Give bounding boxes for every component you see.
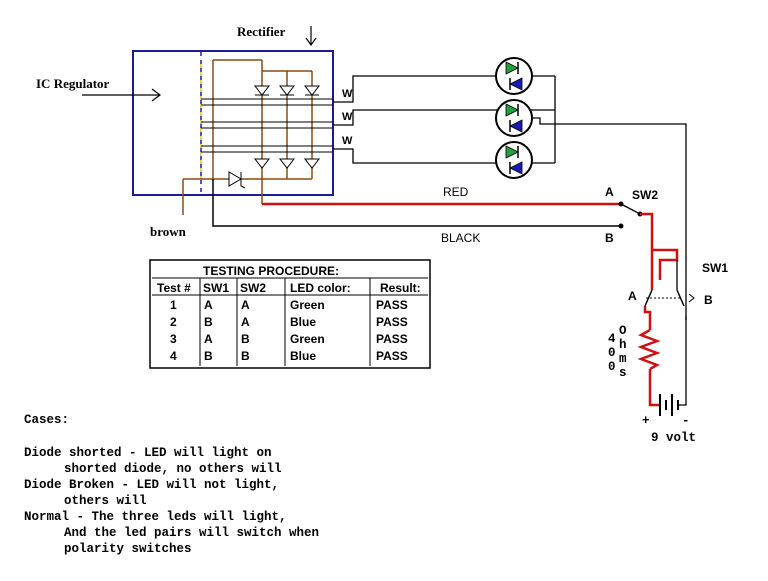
table-row: 4 B B Blue PASS xyxy=(170,349,408,363)
sw2-a-label: A xyxy=(605,185,614,199)
ic-regulator-arrowhead xyxy=(151,88,161,102)
cases-line: Normal - The three leds will light, xyxy=(24,510,287,524)
table-row: 2 B A Blue PASS xyxy=(170,315,408,329)
cases-line: others will xyxy=(64,494,147,508)
svg-text:A: A xyxy=(241,298,250,312)
battery-voltage: 9 volt xyxy=(651,431,696,445)
svg-text:h: h xyxy=(619,338,627,352)
svg-text:B: B xyxy=(204,349,213,363)
testing-table: TESTING PROCEDURE: Test # SW1 SW2 LED co… xyxy=(149,259,431,369)
svg-text:A: A xyxy=(204,332,213,346)
sw2-label: SW2 xyxy=(632,188,658,202)
sw1-a-label: A xyxy=(628,289,637,303)
cases-line: And the led pairs will switch when xyxy=(64,526,319,540)
resistor-lead-bottom xyxy=(648,369,660,407)
w-label-3: W xyxy=(342,135,353,147)
table-header-sw2: SW2 xyxy=(240,281,266,295)
svg-text:A: A xyxy=(241,315,250,329)
sw1-lever-a xyxy=(644,289,653,307)
svg-text:3: 3 xyxy=(170,332,177,346)
table-header-test: Test # xyxy=(157,281,191,295)
sw1-lever-b xyxy=(676,289,685,307)
battery-minus: - xyxy=(682,414,690,428)
cases-section: Cases: Diode shorted - LED will light on… xyxy=(24,413,319,556)
red-label: RED xyxy=(443,185,469,199)
w-label-2: W xyxy=(342,111,353,123)
led-1 xyxy=(495,57,533,95)
battery-plus: + xyxy=(642,414,650,428)
black-wire xyxy=(212,179,621,227)
rectifier-wiring xyxy=(182,59,313,215)
sw1-label: SW1 xyxy=(702,261,728,275)
resistor xyxy=(637,328,661,371)
led-3 xyxy=(495,141,533,179)
svg-text:O: O xyxy=(619,324,627,338)
svg-text:4: 4 xyxy=(608,332,616,346)
svg-text:PASS: PASS xyxy=(376,349,408,363)
regulator-box xyxy=(132,50,334,196)
led-wires xyxy=(333,75,687,320)
sw1-arrowhead xyxy=(688,293,695,303)
svg-text:s: s xyxy=(619,366,627,380)
diode-top-3 xyxy=(303,85,321,96)
table-row: 3 A B Green PASS xyxy=(170,332,408,346)
diode-top-1 xyxy=(253,85,271,96)
sw2-b-label: B xyxy=(605,231,614,245)
red-wire-sw xyxy=(640,212,679,280)
brown-label: brown xyxy=(150,224,187,239)
diode-bottom-2 xyxy=(278,158,296,169)
ohms-label: 4 0 0 O h m s xyxy=(608,324,627,380)
black-label: BLACK xyxy=(441,231,480,245)
svg-text:Green: Green xyxy=(290,298,325,312)
cases-heading: Cases: xyxy=(24,413,69,427)
sw2-contact-b xyxy=(618,223,624,229)
diode-bottom-3 xyxy=(303,158,321,169)
svg-text:Green: Green xyxy=(290,332,325,346)
battery xyxy=(659,394,679,416)
diode-bottom-1 xyxy=(253,158,271,169)
sw2-lever xyxy=(620,203,641,215)
svg-text:1: 1 xyxy=(170,298,177,312)
led-2 xyxy=(495,99,533,137)
svg-text:0: 0 xyxy=(608,346,616,360)
cases-line: shorted diode, no others will xyxy=(64,462,282,476)
svg-text:B: B xyxy=(204,315,213,329)
w-label-1: W xyxy=(342,88,353,100)
table-header-result: Result: xyxy=(380,281,421,295)
rectifier-label: Rectifier xyxy=(237,24,286,39)
svg-text:0: 0 xyxy=(608,360,616,374)
svg-text:B: B xyxy=(241,349,250,363)
svg-text:4: 4 xyxy=(170,349,177,363)
svg-text:PASS: PASS xyxy=(376,315,408,329)
svg-text:Blue: Blue xyxy=(290,349,316,363)
svg-text:PASS: PASS xyxy=(376,298,408,312)
diode-zener xyxy=(228,171,242,187)
svg-text:m: m xyxy=(619,352,627,366)
table-title: TESTING PROCEDURE: xyxy=(203,264,339,278)
svg-text:2: 2 xyxy=(170,315,177,329)
diode-top-2 xyxy=(278,85,296,96)
cases-line: Diode shorted - LED will light on xyxy=(24,446,272,460)
w-lines xyxy=(201,98,333,153)
svg-text:Blue: Blue xyxy=(290,315,316,329)
table-header-led: LED color: xyxy=(290,281,351,295)
svg-text:PASS: PASS xyxy=(376,332,408,346)
battery-return xyxy=(678,316,687,406)
rectifier-diodes xyxy=(228,85,321,189)
svg-text:A: A xyxy=(204,298,213,312)
cases-line: Diode Broken - LED will not light, xyxy=(24,478,279,492)
resistor-lead-top xyxy=(643,306,652,330)
cases-line: polarity switches xyxy=(64,542,192,556)
table-row: 1 A A Green PASS xyxy=(170,298,408,312)
svg-text:B: B xyxy=(241,332,250,346)
ic-regulator-label: IC Regulator xyxy=(36,76,110,91)
table-header-sw1: SW1 xyxy=(203,281,229,295)
rectifier-arrowhead xyxy=(305,37,317,47)
sw1-b-label: B xyxy=(704,293,713,307)
